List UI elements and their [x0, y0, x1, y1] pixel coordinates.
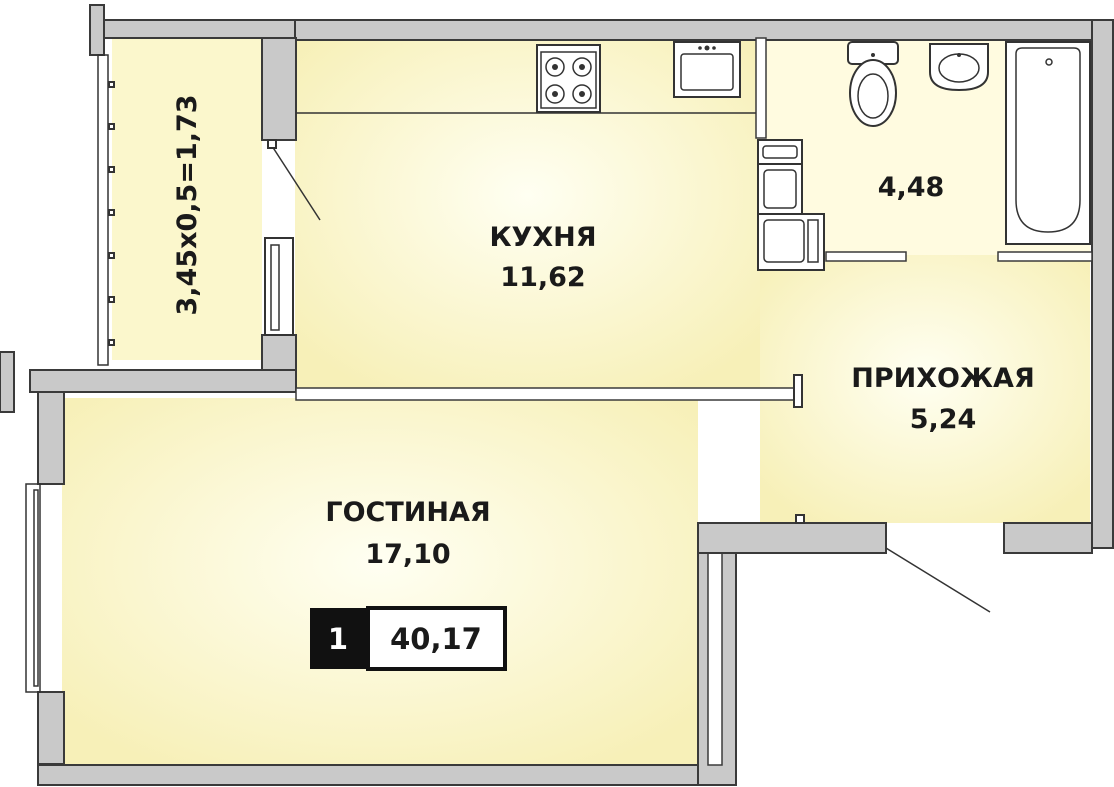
wall-bath-left [755, 37, 767, 139]
wall-living-left [37, 391, 65, 485]
bath-sink-icon [929, 43, 989, 92]
hallway-floor [760, 255, 1090, 523]
room-labels: 3,45x0,5=1,73 КУХНЯ 11,62 4,48 ПРИХОЖАЯ … [172, 94, 1035, 570]
doors [267, 139, 991, 613]
balcony-marker [108, 209, 115, 216]
wall-bath-bottom-left [825, 251, 907, 262]
wall-left-outer [0, 351, 15, 413]
apartment-badge: 1 40,17 [310, 606, 507, 671]
wall-bath-bottom-right [997, 251, 1093, 262]
wall-balcony-top [89, 19, 296, 39]
wall-living-bottom [37, 764, 737, 786]
wall-balcony-left [89, 4, 105, 56]
balcony-marker [108, 296, 115, 303]
balcony-floor [112, 38, 262, 360]
bathtub-icon [1005, 41, 1091, 245]
balcony-marker [108, 123, 115, 130]
wall-living-top [29, 369, 297, 393]
badge-total-box [366, 606, 507, 671]
balcony-railing [97, 54, 109, 366]
stove-icon [536, 44, 601, 113]
wall-kitchen-living [295, 387, 797, 401]
balcony-door-hinge [267, 139, 277, 149]
wall-kitchen-balcony [261, 37, 297, 141]
badge-total-area: 40,17 [390, 622, 482, 656]
washing-machine-icon [757, 139, 825, 271]
wall-end-post [793, 374, 803, 408]
balcony-marker [108, 252, 115, 259]
wall-living-right-inner [707, 532, 723, 766]
bathroom-area: 4,48 [878, 172, 945, 203]
walls [0, 4, 1114, 786]
balcony-window-pane [270, 244, 280, 331]
badge-rooms-count: 1 [328, 622, 348, 656]
balcony-area-label: 3,45x0,5=1,73 [172, 94, 203, 315]
kitchen-fixtures [536, 41, 741, 113]
living-window-inner [33, 489, 39, 687]
hallway-name: ПРИХОЖАЯ [851, 363, 1035, 394]
bathroom-fixtures [757, 41, 1091, 271]
balcony-markers [108, 81, 115, 346]
balcony-door-swing [271, 145, 321, 221]
kitchen-sink-icon [673, 41, 741, 98]
wall-entrance-right [1003, 522, 1093, 554]
entrance-door-swing [885, 547, 991, 613]
balcony-marker [108, 81, 115, 88]
badge-rooms-box [310, 608, 366, 669]
floor-areas [62, 38, 1090, 765]
living-name: ГОСТИНАЯ [325, 497, 490, 528]
kitchen-name: КУХНЯ [489, 222, 596, 253]
living-window [25, 483, 41, 693]
living-area: 17,10 [365, 539, 450, 570]
hallway-area: 5,24 [910, 404, 977, 435]
wall-entrance [697, 522, 887, 554]
toilet-icon [847, 41, 899, 127]
entrance-door-jamb [795, 514, 805, 524]
wall-top [294, 19, 1114, 41]
wall-right [1091, 19, 1114, 549]
kitchen-area: 11,62 [500, 262, 585, 293]
wall-living-left-lower [37, 691, 65, 765]
living-floor [62, 398, 698, 765]
balcony-marker [108, 339, 115, 346]
balcony-marker [108, 166, 115, 173]
